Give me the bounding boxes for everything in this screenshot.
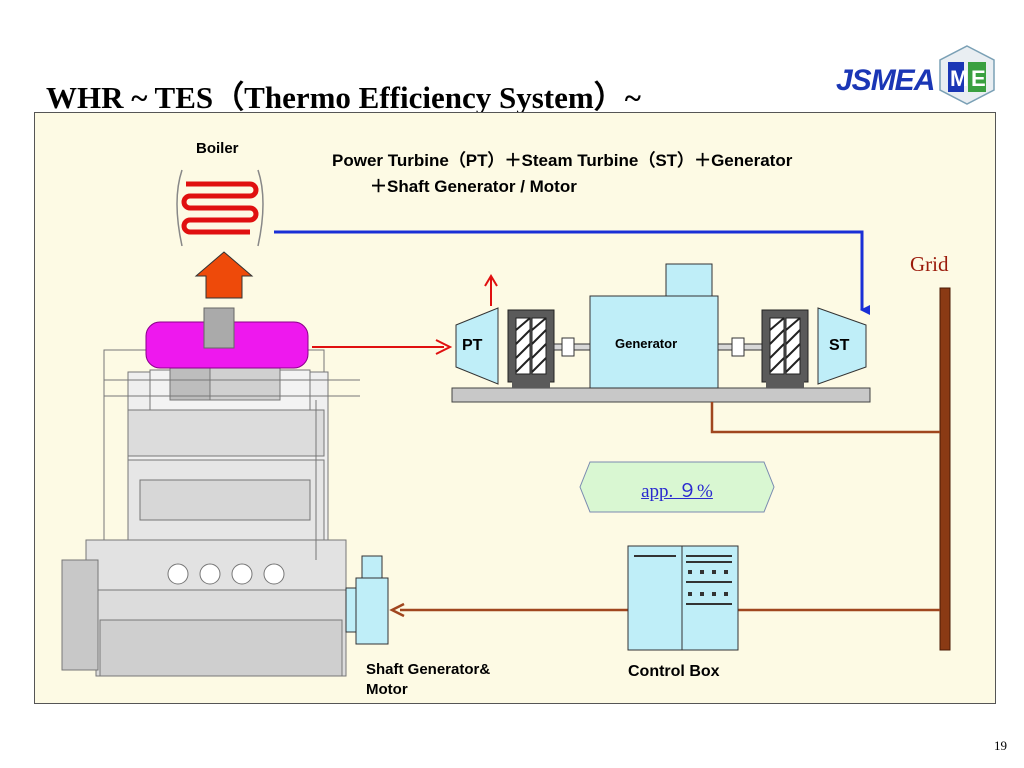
efficiency-box — [579, 461, 775, 513]
exhaust-up-arrow-icon — [194, 251, 254, 299]
shaft-generator-label-line1: Shaft Generator& — [366, 661, 491, 678]
shaft-generator-icon — [345, 555, 389, 645]
shaft-generator-label-line2: Motor — [366, 681, 408, 698]
st-label: ST — [829, 337, 850, 354]
st-turbine — [817, 307, 867, 385]
generator-grid-line — [710, 402, 940, 434]
right-gearbox — [761, 309, 809, 388]
steam-line — [274, 230, 870, 315]
control-box-icon — [627, 545, 739, 651]
jsmea-logo-text: JSMEA — [836, 64, 935, 97]
engine-drawing — [61, 339, 360, 677]
left-gearbox — [507, 309, 555, 388]
pt-turbine — [455, 307, 499, 385]
generator-label: Generator — [615, 336, 678, 351]
svg-text:E: E — [971, 66, 986, 91]
base-plate — [451, 387, 871, 403]
boiler-icon — [176, 169, 264, 247]
grid-label: Grid — [910, 252, 949, 276]
control-box-label: Control Box — [628, 663, 720, 680]
page-number: 19 — [994, 738, 1007, 753]
generator-terminal-box — [665, 263, 713, 297]
mitsui-logo-icon: M E — [939, 45, 995, 105]
pt-label: PT — [462, 337, 483, 354]
generator-box — [589, 295, 719, 389]
shaft-generator-label: Shaft Generator& Motor — [366, 660, 490, 700]
system-title-line1: Power Turbine（PT）＋Steam Turbine（ST）＋Gene… — [332, 151, 793, 170]
efficiency-label[interactable]: app. ９% — [641, 481, 713, 502]
slide-title: WHR ~ TES（Thermo Efficiency System）~ — [46, 80, 641, 115]
svg-text:M: M — [950, 66, 968, 91]
boiler-label: Boiler — [196, 140, 239, 157]
exhaust-pipe — [203, 307, 235, 349]
grid-bus-bar — [939, 287, 951, 651]
system-title-line2: ＋Shaft Generator / Motor — [370, 177, 577, 196]
